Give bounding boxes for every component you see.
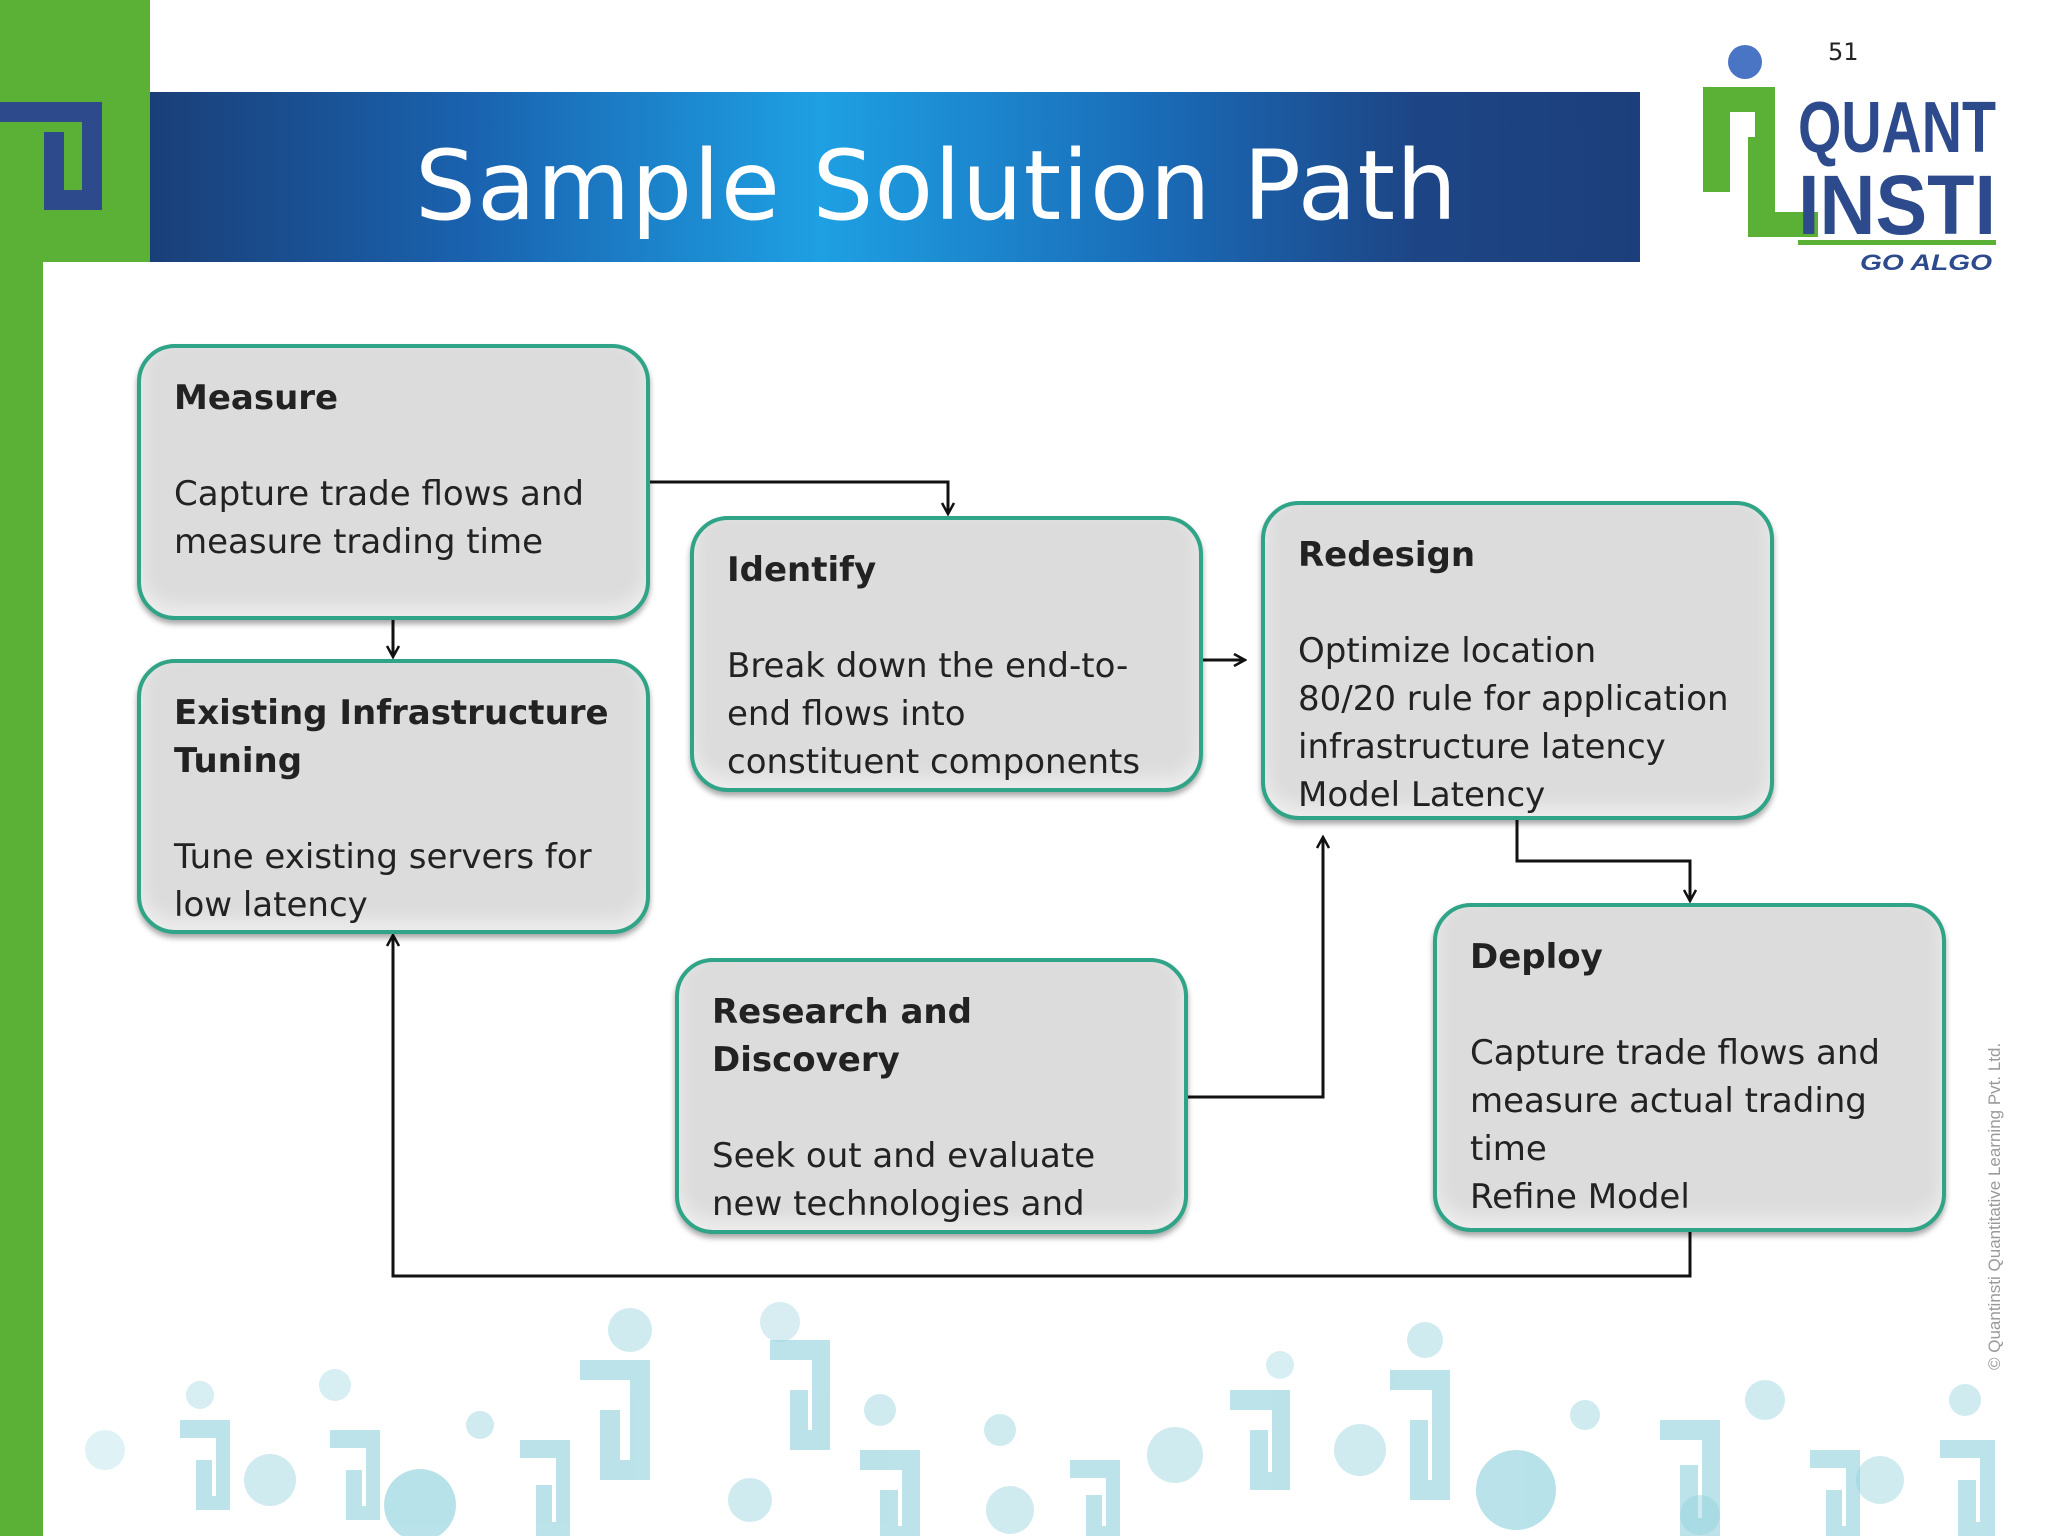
node-research-discovery-title: Research and Discovery [712, 992, 972, 1080]
node-measure-body: Capture trade flows and measure trading … [174, 474, 584, 562]
node-existing-infrastructure-body: Tune existing servers for low latency [174, 837, 592, 925]
corner-accent-block [0, 0, 150, 262]
edge-redesign-deploy [1515, 820, 1690, 901]
node-redesign-title: Redesign [1298, 535, 1476, 575]
node-identify-title: Identify [727, 550, 877, 590]
node-existing-infrastructure: Existing Infrastructure Tuning Tune exis… [137, 659, 650, 934]
node-deploy-title: Deploy [1470, 937, 1603, 977]
node-deploy-body: Capture trade flows and measure actual t… [1470, 1033, 1880, 1217]
edge-measure-identify [650, 480, 948, 514]
node-redesign-body: Optimize location 80/20 rule for applica… [1298, 631, 1729, 815]
edge-deploy-existing [393, 935, 1692, 1278]
slide-title: Sample Solution Path [415, 130, 1458, 242]
node-deploy: Deploy Capture trade flows and measure a… [1433, 903, 1946, 1232]
quantinsti-logo: QUANT INSTI GO ALGO [1703, 45, 1996, 274]
corner-bracket-logo-icon [0, 102, 102, 210]
decorative-footer-pattern [85, 1302, 1995, 1536]
logo-line1: QUANT [1798, 88, 1996, 168]
node-measure-title: Measure [174, 378, 339, 418]
node-redesign: Redesign Optimize location 80/20 rule fo… [1261, 501, 1774, 820]
node-research-discovery: Research and Discovery Seek out and eval… [675, 958, 1188, 1234]
node-identify-body: Break down the end-to- end flows into co… [727, 646, 1141, 782]
logo-tagline: GO ALGO [1860, 250, 1992, 274]
title-band [150, 92, 1640, 262]
logo-line2: INSTI [1798, 158, 1996, 252]
edge-research-redesign [1187, 837, 1323, 1099]
page-number: 51 [1828, 38, 1859, 66]
node-research-discovery-body: Seek out and evaluate new technologies a… [712, 1136, 1096, 1224]
node-measure: Measure Capture trade flows and measure … [137, 344, 650, 620]
node-identify: Identify Break down the end-to- end flow… [690, 516, 1203, 792]
node-existing-infrastructure-title: Existing Infrastructure Tuning [174, 693, 609, 781]
logo-dot-icon [1728, 45, 1762, 79]
